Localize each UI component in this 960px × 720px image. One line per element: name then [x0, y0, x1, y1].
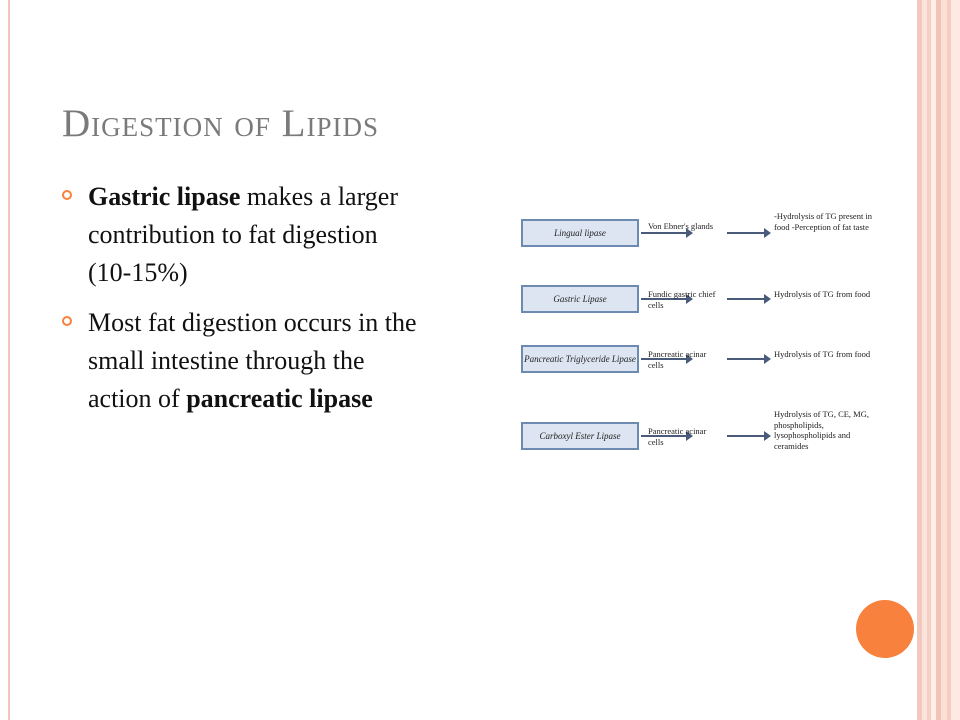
bullet-text: Most fat digestion occurs in the small i… [88, 308, 417, 413]
arrow-icon [727, 294, 771, 304]
arrow-icon [641, 431, 693, 441]
enzyme-box: Lingual lipase [521, 219, 639, 247]
arrow-icon [727, 431, 771, 441]
orange-circle-decoration [856, 600, 914, 658]
source-text: Fundic gastric chief cells [648, 289, 716, 310]
enzyme-box: Pancreatic Triglyceride Lipase [521, 345, 639, 373]
effect-text: Hydrolysis of TG from food [774, 349, 871, 359]
bullet-list: Gastric lipase makes a larger contributi… [62, 178, 422, 430]
bullet-bold-tail: pancreatic lipase [186, 384, 373, 413]
arrow-icon [641, 294, 693, 304]
bullet-item: Most fat digestion occurs in the small i… [62, 304, 422, 418]
effect-text: Hydrolysis of TG, CE, MG, phospholipids,… [774, 409, 869, 451]
effect-text: -Hydrolysis of TG present in food -Perce… [774, 211, 873, 232]
effect-text: Hydrolysis of TG from food [774, 289, 871, 299]
source-text: Pancreatic acinar cells [648, 349, 707, 370]
bullet-item: Gastric lipase makes a larger contributi… [62, 178, 422, 292]
arrow-icon [641, 354, 693, 364]
arrow-icon [727, 354, 771, 364]
lipase-diagram: Lingual lipase Von Ebner's glands -Hydro… [521, 203, 872, 463]
bullet-bold-lead: Gastric lipase [88, 182, 241, 211]
arrow-icon [727, 228, 771, 238]
left-frame-line [8, 0, 10, 720]
bullet-circle-icon [62, 190, 72, 200]
enzyme-box: Gastric Lipase [521, 285, 639, 313]
slide-title: Digestion of Lipids [62, 102, 379, 145]
source-text: Pancreatic acinar cells [648, 426, 707, 447]
bullet-circle-icon [62, 316, 72, 326]
arrow-icon [641, 228, 693, 238]
source-text: Von Ebner's glands [648, 221, 714, 231]
enzyme-box: Carboxyl Ester Lipase [521, 422, 639, 450]
bullet-text: makes a larger contribution to fat diges… [88, 182, 398, 287]
